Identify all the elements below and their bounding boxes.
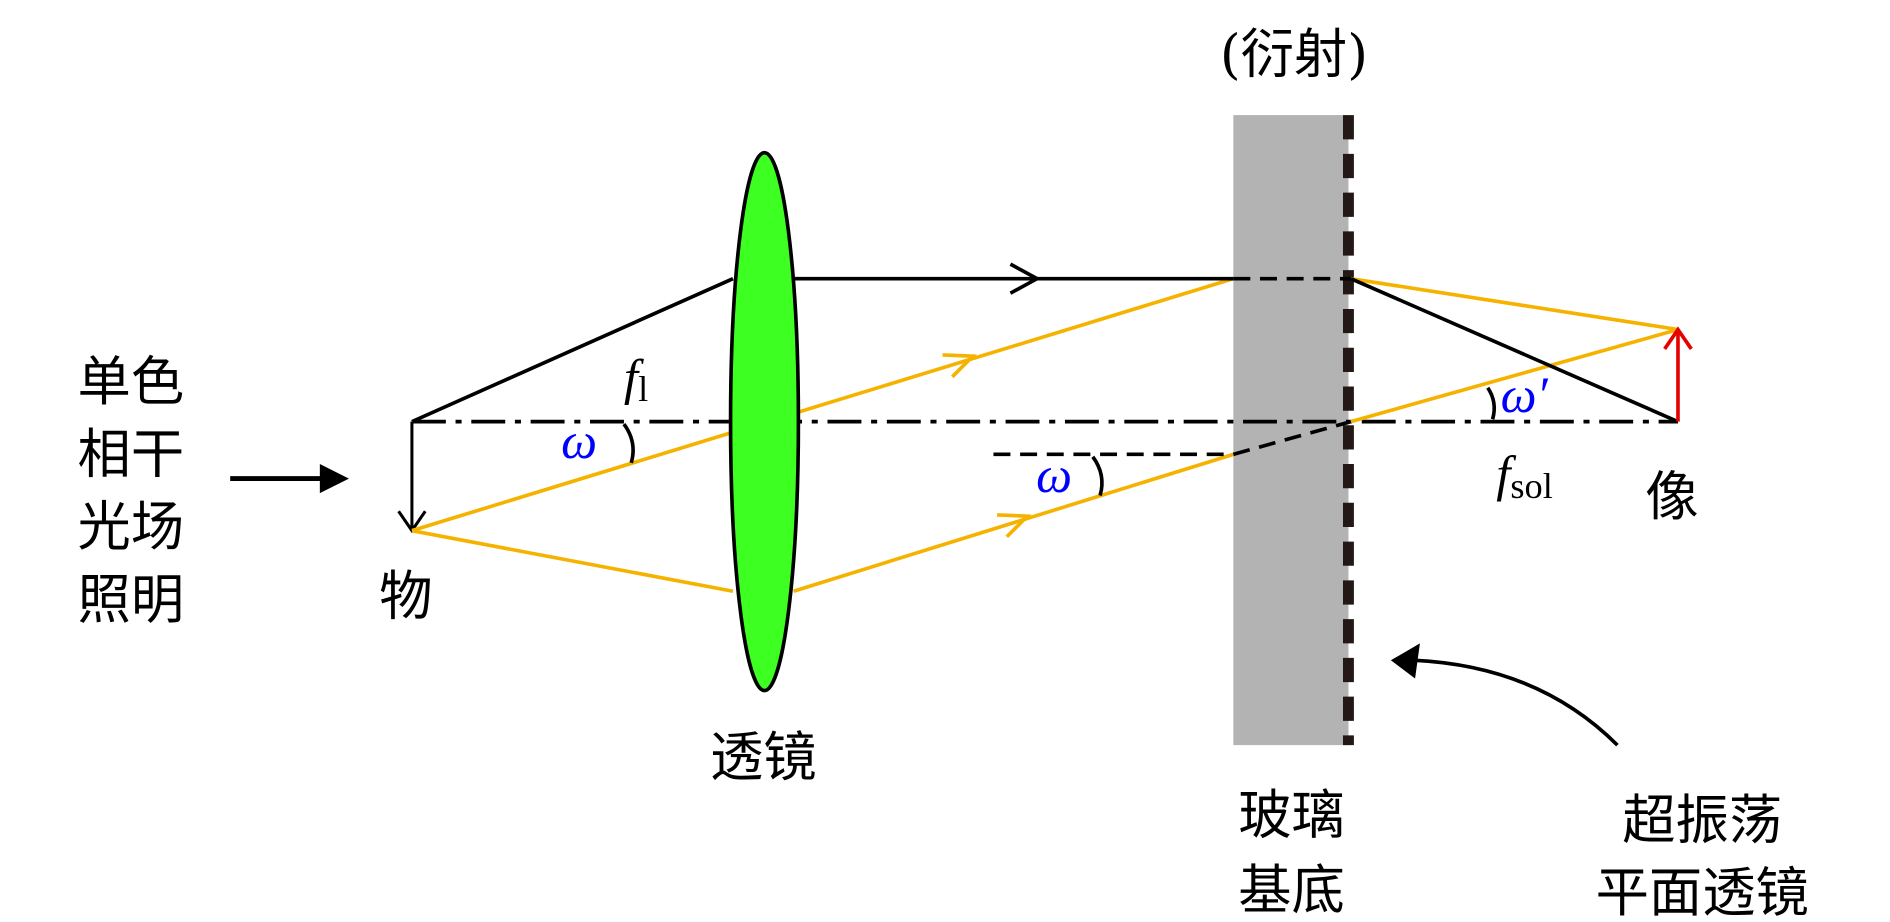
glass-substrate-label-1: 玻璃 xyxy=(1238,785,1345,847)
glass-substrate xyxy=(1233,115,1349,746)
focal-length-lens-label: fl xyxy=(624,350,648,409)
lens xyxy=(728,150,801,693)
object-arrow xyxy=(397,421,427,534)
illumination-label-1: 单色 xyxy=(78,351,185,413)
illumination-label-4: 照明 xyxy=(78,569,185,631)
omega-label-2: ω xyxy=(1036,448,1072,504)
superoscillatory-lens-label-2: 平面透镜 xyxy=(1596,862,1809,922)
omega-angle-arc-2 xyxy=(1091,455,1104,497)
illumination-label-3: 光场 xyxy=(78,496,185,558)
pointer-arrow xyxy=(1390,643,1619,747)
image-arrow xyxy=(1663,326,1693,422)
focal-length-sol-label: fsol xyxy=(1496,447,1553,506)
omega-label: ω xyxy=(561,414,597,470)
black-rays xyxy=(411,262,1679,457)
illumination-label-2: 相干 xyxy=(78,424,185,486)
orange-rays xyxy=(411,276,1679,594)
omega-prime-angle-arc xyxy=(1486,386,1497,420)
diffraction-label: (衍射) xyxy=(1220,24,1368,86)
image-label: 像 xyxy=(1645,466,1698,528)
object-label: 物 xyxy=(379,565,432,627)
omega-angle-arc xyxy=(622,422,635,464)
glass-substrate-label-2: 基底 xyxy=(1238,860,1345,922)
illumination-arrow xyxy=(230,464,349,494)
omega-prime-label: ω′ xyxy=(1501,368,1549,424)
lens-label: 透镜 xyxy=(710,726,817,788)
superoscillatory-lens-label-1: 超振荡 xyxy=(1622,789,1782,851)
